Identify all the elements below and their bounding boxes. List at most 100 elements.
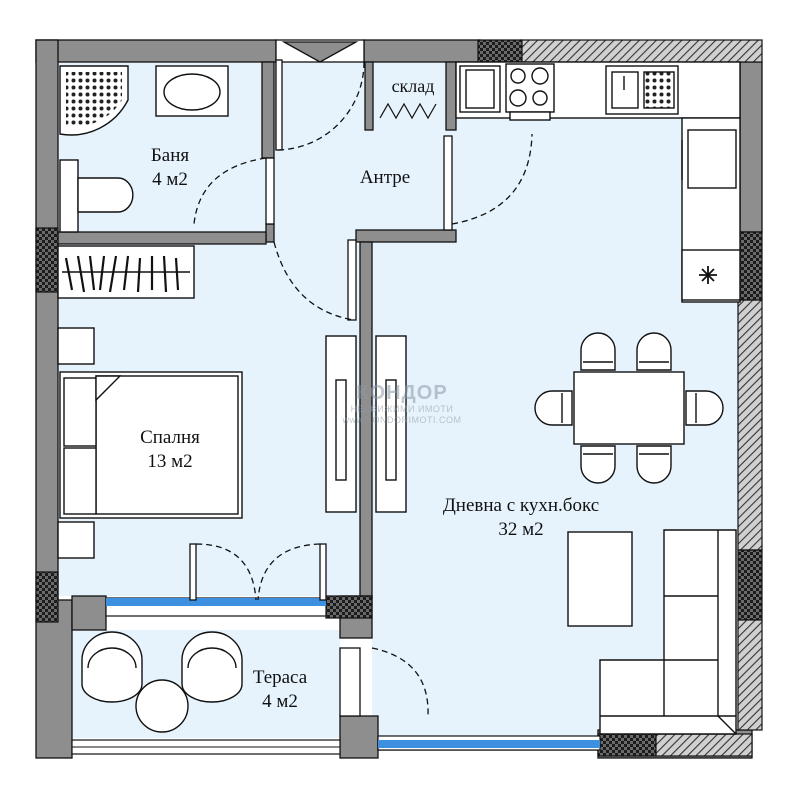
wall-top-left: [35, 39, 277, 63]
closet-right-inner: [385, 379, 397, 481]
special-walls: [35, 39, 763, 757]
label-terrace: Тераса 4 м2: [240, 666, 320, 714]
wall-right: [739, 61, 763, 233]
checker-wall-terrace: [325, 595, 373, 619]
bedroom-furniture: [57, 327, 243, 559]
door-terrace-swing-l: [195, 543, 257, 601]
checker-wall-right-2: [737, 549, 763, 621]
hatched-wall-top-right: [519, 39, 763, 63]
checker-wall-left-low: [35, 571, 59, 623]
wall-storage-right: [445, 61, 457, 131]
storage-name: склад: [391, 76, 435, 96]
bed-mattress: [95, 375, 239, 515]
chair-left: [534, 390, 573, 426]
door-terrace2-leaf[interactable]: [339, 647, 361, 717]
living-name: Дневна с кухн.бокс: [442, 495, 600, 516]
label-bathroom: Баня 4 м2: [130, 144, 210, 192]
cabinet-box-inner: [465, 69, 495, 109]
nightstand-top: [57, 327, 95, 365]
wall-top-mid: [363, 39, 481, 63]
kitchen-sink-basin: [611, 71, 639, 109]
window-living-glass: [378, 740, 600, 748]
bathroom-name: Баня: [150, 145, 190, 166]
door-terrace-frame-l: [189, 543, 197, 601]
burner-2: [531, 67, 549, 85]
bathroom-area: 4 м2: [152, 169, 188, 190]
wall-hall-living: [355, 229, 457, 243]
door-terrace2-swing: [371, 647, 429, 717]
entrance-door[interactable]: [275, 39, 365, 151]
wall-storage-left: [364, 61, 374, 131]
coffee-table: [567, 531, 633, 627]
checker-wall-bottom: [597, 733, 657, 757]
wall-bed-living: [359, 241, 373, 599]
checker-wall-top: [477, 39, 523, 63]
corridor-closets: [325, 335, 407, 513]
window-bedroom-glass: [106, 598, 326, 606]
chair-top-right: [636, 332, 672, 371]
checker-wall-left: [35, 227, 59, 293]
stove-knobs: [509, 111, 551, 121]
label-bedroom: Спалня 13 м2: [120, 426, 220, 474]
door-living-leaf[interactable]: [443, 135, 453, 231]
hatched-wall-bottom: [655, 733, 753, 757]
door-bath-leaf[interactable]: [265, 157, 275, 225]
dining-set: [534, 332, 724, 484]
door-bed-leaf[interactable]: [347, 239, 357, 321]
bathroom-fixtures: [59, 65, 229, 233]
counter-top: [455, 61, 741, 119]
door-bed-swing: [273, 241, 355, 321]
storage-mark: [379, 102, 437, 120]
living-area: 32 м2: [498, 519, 544, 540]
door-bath-swing: [193, 157, 267, 225]
wall-left-lower: [35, 599, 73, 759]
kitchen: [455, 61, 741, 303]
wall-bath-hall: [261, 61, 275, 159]
wall-bath-hall-low: [265, 223, 275, 243]
nightstand-bottom: [57, 521, 95, 559]
terrace-name: Тераса: [252, 667, 308, 688]
bed-blanket-fold: [95, 375, 122, 402]
wall-bed-terrace-l: [71, 595, 107, 631]
armchair-left: [81, 631, 143, 703]
door-terrace-frame-r: [319, 543, 327, 601]
hatched-wall-right-low: [737, 619, 763, 731]
chair-top-left: [580, 332, 616, 371]
wardrobe-hangers: [64, 255, 180, 293]
door-terrace-swing-r: [257, 543, 321, 601]
chair-bottom-right: [636, 445, 672, 484]
pillow-top: [63, 377, 97, 447]
windows: [71, 597, 601, 755]
living-furniture: [567, 529, 737, 735]
wardrobe: [57, 245, 195, 299]
interior-doors: [189, 133, 533, 717]
label-living: Дневна с кухн.бокс 32 м2: [418, 494, 624, 542]
hatched-wall-right: [737, 299, 763, 551]
label-storage: склад: [380, 74, 446, 98]
armchair-right: [181, 631, 243, 703]
sink-basin: [163, 73, 221, 111]
burner-4: [532, 90, 548, 106]
bedroom-area: 13 м2: [147, 451, 193, 472]
dining-table: [573, 371, 685, 445]
oven-star-icon: [699, 266, 717, 284]
floor-kitchen-strip: [456, 114, 682, 240]
terrace-table: [135, 679, 189, 733]
shower-pattern: [66, 72, 122, 127]
chair-bottom-left: [580, 445, 616, 484]
wall-left: [35, 39, 59, 601]
fridge: [687, 129, 737, 189]
terrace-area: 4 м2: [262, 691, 298, 712]
bedroom-name: Спалня: [140, 427, 200, 448]
label-hallway: Антре: [340, 166, 430, 190]
wall-terrace-corner: [339, 715, 379, 759]
burner-3: [509, 89, 527, 107]
wall-bath-bed: [57, 231, 267, 245]
toilet-bowl: [77, 177, 134, 213]
pillow-bottom: [63, 447, 97, 515]
burner-1: [510, 68, 526, 84]
hallway-name: Антре: [359, 167, 411, 188]
checker-wall-right-1: [737, 231, 763, 301]
toilet-tank: [59, 159, 79, 233]
